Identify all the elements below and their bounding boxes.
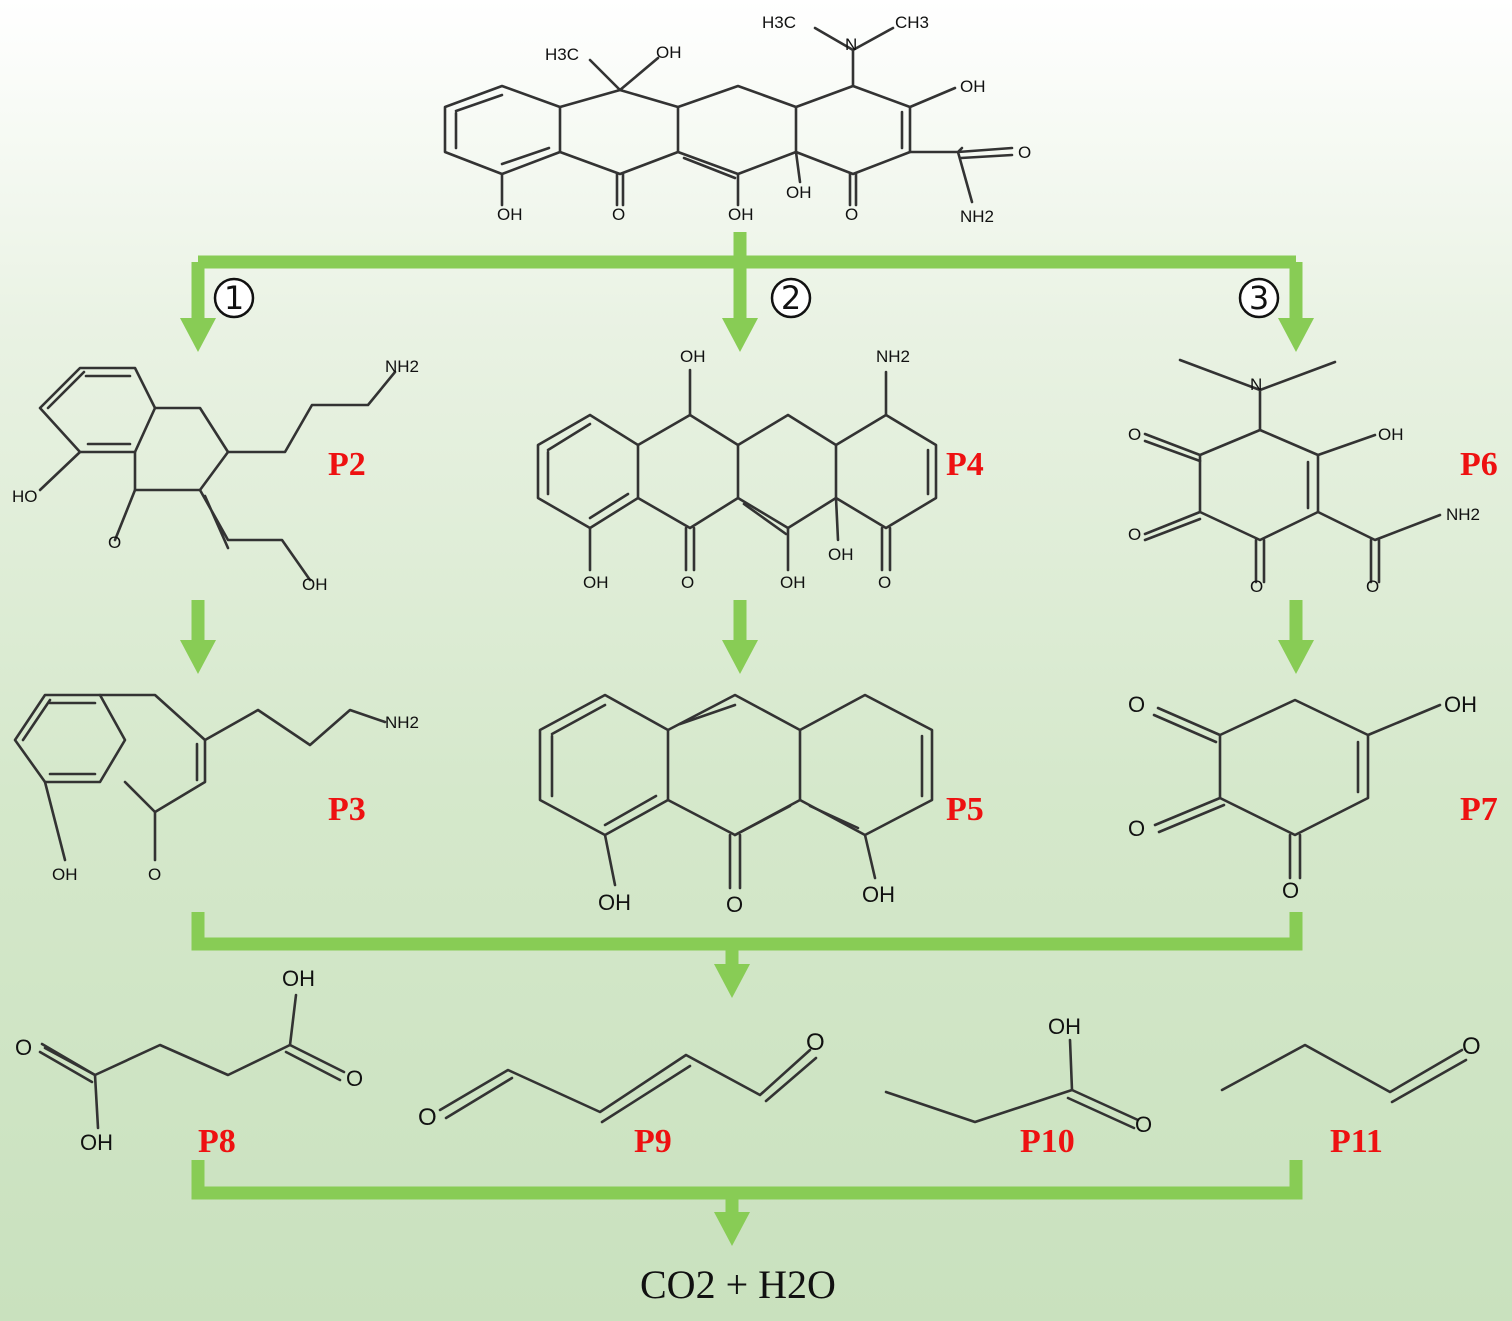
step-marker-2: 2 <box>770 277 812 319</box>
parent-molecule: H3C OH H3C N CH3 OH O NH2 OH O OH OH O <box>443 13 1031 226</box>
molecule-p8: O OH OH O P8 <box>15 966 363 1160</box>
final-product-label: CO2 + H2O <box>640 1262 836 1307</box>
atom-ho: HO <box>12 487 38 506</box>
arrows <box>180 232 1314 1246</box>
molecule-p4: OH NH2 OH O OH OH O P4 <box>536 347 984 592</box>
svg-text:2: 2 <box>781 279 801 317</box>
atom-nh2: NH2 <box>960 207 994 226</box>
branch-connector-top <box>191 232 1303 325</box>
label-p9: P9 <box>634 1123 672 1160</box>
atom-nh2: NH2 <box>1446 505 1480 524</box>
atom-o: O <box>1250 577 1263 596</box>
atom-o: O <box>1366 577 1379 596</box>
atom-oh: OH <box>497 205 523 224</box>
label-p8: P8 <box>198 1123 236 1160</box>
molecule-p11: O P11 <box>1220 1033 1481 1160</box>
label-p5: P5 <box>946 791 984 828</box>
atom-oh: OH <box>583 573 609 592</box>
atom-o: O <box>726 892 743 917</box>
molecule-p7: O OH O O P7 <box>1128 692 1498 903</box>
atom-n: N <box>1250 375 1262 394</box>
svg-text:3: 3 <box>1249 279 1269 317</box>
atom-oh: OH <box>1048 1014 1081 1039</box>
label-p4: P4 <box>946 446 984 483</box>
atom-o: O <box>681 573 694 592</box>
atom-oh: OH <box>282 966 315 991</box>
atom-oh: OH <box>302 575 328 594</box>
atom-o: O <box>1282 878 1299 903</box>
molecule-p2: NH2 HO O OH P2 <box>12 357 419 594</box>
atom-oh: OH <box>656 43 682 62</box>
atom-h3c: H3C <box>762 13 796 32</box>
step-marker-3: 3 <box>1238 277 1280 319</box>
atom-o: O <box>15 1035 32 1060</box>
label-p10: P10 <box>1020 1123 1075 1160</box>
arrowhead-small-molecules <box>714 964 750 998</box>
atom-o: O <box>1128 692 1145 717</box>
atom-h3c: H3C <box>545 45 579 64</box>
atom-oh: OH <box>1444 692 1477 717</box>
svg-text:1: 1 <box>224 279 244 317</box>
atom-oh: OH <box>728 205 754 224</box>
atom-o: O <box>346 1066 363 1091</box>
atom-oh: OH <box>862 882 895 907</box>
atom-o: O <box>806 1029 825 1056</box>
atom-oh: OH <box>680 347 706 366</box>
atom-oh: OH <box>598 890 631 915</box>
arrowhead-path-2 <box>722 318 758 352</box>
arrowhead-path-1 <box>180 318 216 352</box>
atom-o: O <box>1128 525 1141 544</box>
atom-n: N <box>845 35 857 54</box>
atom-o: O <box>1128 425 1141 444</box>
arrowhead-final <box>714 1212 750 1246</box>
molecule-p9: O O P9 <box>418 1029 825 1160</box>
atom-o: O <box>878 573 891 592</box>
atom-nh2: NH2 <box>876 347 910 366</box>
molecule-p10: OH O P10 <box>884 1014 1152 1160</box>
molecule-p3: NH2 OH O P3 <box>13 693 419 884</box>
atom-oh: OH <box>828 545 854 564</box>
atom-oh: OH <box>780 573 806 592</box>
label-p6: P6 <box>1460 446 1498 483</box>
atom-o: O <box>1128 816 1145 841</box>
label-p2: P2 <box>328 446 366 483</box>
atom-oh: OH <box>786 183 812 202</box>
atom-o: O <box>418 1104 437 1131</box>
merge-connector-bottom <box>191 1160 1303 1216</box>
arrowhead-p2-p3 <box>180 640 216 674</box>
atom-o: O <box>612 205 625 224</box>
atom-o: O <box>1018 143 1031 162</box>
atom-o: O <box>1135 1112 1152 1137</box>
step-marker-1: 1 <box>213 277 255 319</box>
atom-oh: OH <box>80 1130 113 1155</box>
merge-connector-middle <box>191 912 1303 968</box>
arrowhead-p6-p7 <box>1278 640 1314 674</box>
atom-o: O <box>1462 1033 1481 1060</box>
atom-oh: OH <box>1378 425 1404 444</box>
arrowhead-path-3 <box>1278 318 1314 352</box>
atom-ch3: CH3 <box>895 13 929 32</box>
atom-oh: OH <box>960 77 986 96</box>
label-p11: P11 <box>1330 1123 1383 1160</box>
molecule-p5: OH O OH P5 <box>538 693 984 917</box>
atom-o: O <box>108 533 121 552</box>
arrowhead-p4-p5 <box>722 640 758 674</box>
atom-nh2: NH2 <box>385 713 419 732</box>
atom-oh: OH <box>52 865 78 884</box>
label-p3: P3 <box>328 791 366 828</box>
atom-o: O <box>148 865 161 884</box>
atom-o: O <box>845 205 858 224</box>
atom-nh2: NH2 <box>385 357 419 376</box>
label-p7: P7 <box>1460 791 1498 828</box>
molecule-p6: N O OH O NH2 O O P6 <box>1128 358 1498 596</box>
